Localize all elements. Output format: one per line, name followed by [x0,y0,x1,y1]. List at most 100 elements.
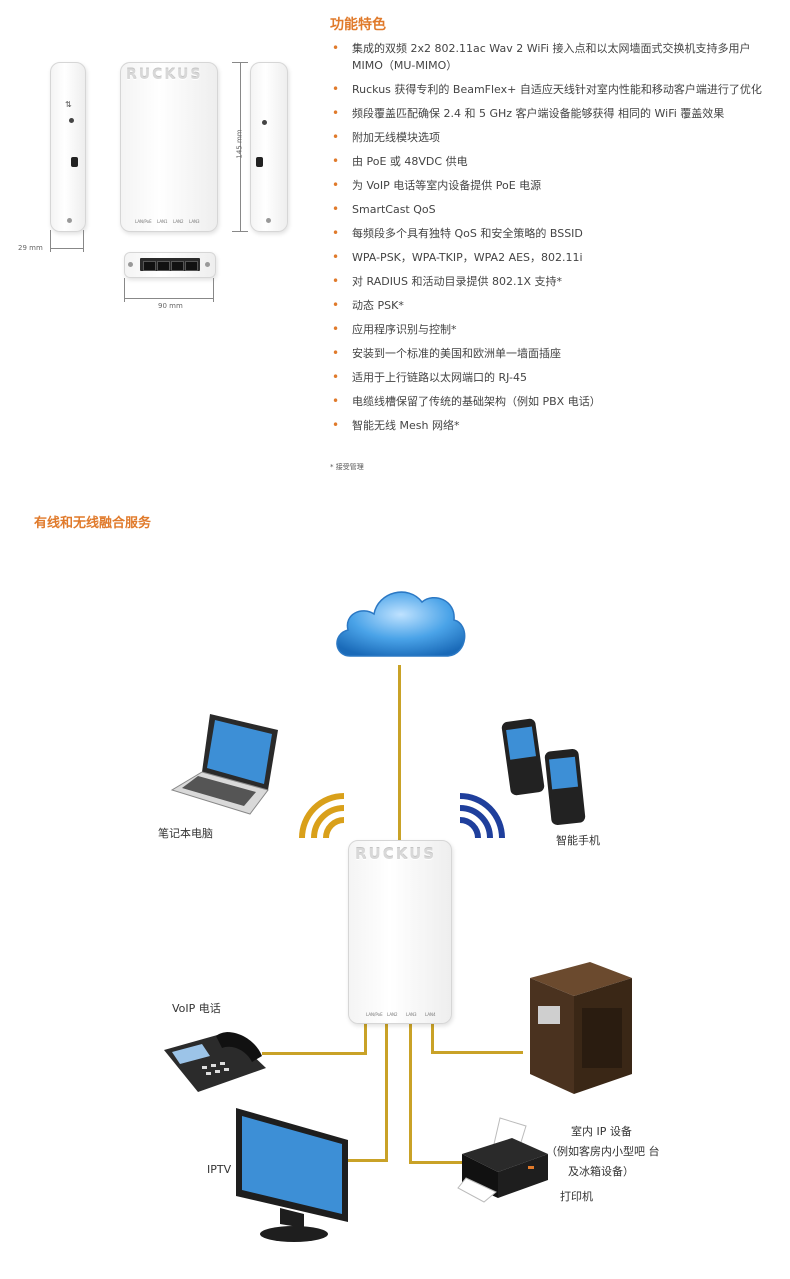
width-dimension-line [124,298,214,299]
voip-phone-icon [164,1032,266,1092]
bullet-icon: • [332,370,340,384]
bullet-icon: • [332,250,340,264]
feature-item: •附加无线模块选项 [332,130,440,144]
wifi-left-icon [299,793,345,839]
label-phones: 智能手机 [556,834,600,847]
wire-voip-h [262,1052,367,1055]
depth-dimension-tick-right [83,230,84,252]
front-port-label-2: LAN1 [157,219,168,224]
wire-server-h [431,1051,523,1054]
ap-front-view [120,62,218,232]
ap-port-label-1: LAN/PoE [366,1012,383,1017]
bullet-icon: • [332,82,340,96]
bullet-icon: • [332,106,340,120]
ap-bottom-view [124,252,216,278]
diagram-title: 有线和无线融合服务 [34,516,152,531]
bottom-screw-left [128,262,133,267]
feature-item: •为 VoIP 电话等室内设备提供 PoE 电源 [332,178,542,192]
bullet-icon: • [332,274,340,288]
wire-printer-v [409,1022,412,1164]
depth-dimension-line [50,248,84,249]
feature-item: •每频段多个具有独特 QoS 和安全策略的 BSSID [332,226,583,240]
bullet-icon: • [332,346,340,360]
usb-port-icon: ⇅ [65,100,72,109]
central-ap-brand: RUCKUS [355,845,437,863]
side-slot [71,157,78,167]
feature-item: •由 PoE 或 48VDC 供电 [332,154,468,168]
label-ip-devices-2: （例如客房内小型吧 台 [546,1145,660,1158]
ap-front-brand: RUCKUS [126,67,203,83]
label-ip-devices-1: 室内 IP 设备 [571,1125,632,1138]
rj45-port-1 [143,261,156,271]
feature-item: •智能无线 Mesh 网络* [332,418,460,432]
side-screw [67,218,72,223]
front-port-label-3: LAN2 [173,219,184,224]
feature-item: •SmartCast QoS [332,202,436,216]
printer-icon [457,1117,548,1203]
ap-port-label-2: LAN2 [387,1012,398,1017]
width-dimension-tick-left [124,278,125,302]
bullet-icon: • [332,394,340,408]
footnote: * 接受管理 [330,463,364,471]
bullet-icon: • [332,226,340,240]
server-cabinet-icon [530,962,632,1094]
width-dimension-tick-right [213,278,214,302]
feature-item: •频段覆盖匹配确保 2.4 和 5 GHz 客户端设备能够获得 相同的 WiFi… [332,106,725,120]
right-reset-hole [262,120,267,125]
front-port-label-1: LAN/PoE [135,219,152,224]
bullet-icon: • [332,418,340,432]
feature-item: •适用于上行链路以太网端口的 RJ-45 [332,370,527,384]
bullet-icon: • [332,130,340,144]
height-dimension-tick-bottom [232,231,248,232]
bullet-icon: • [332,154,340,168]
feature-item: •动态 PSK* [332,298,404,312]
wire-printer-h [409,1161,465,1164]
bullet-icon: • [332,322,340,336]
rj45-port-3 [171,261,184,271]
ap-port-label-3: LAN3 [406,1012,417,1017]
bottom-screw-right [205,262,210,267]
wifi-right-icon [459,793,505,839]
features-list: •集成的双频 2x2 802.11ac Wav 2 WiFi 接入点和以太网墙面… [330,40,780,441]
rj45-port-4 [185,261,198,271]
feature-item: •Ruckus 获得专利的 BeamFlex+ 自适应天线针对室内性能和移动客户… [332,82,762,96]
label-printer: 打印机 [560,1190,593,1203]
height-dimension-line [240,62,241,232]
height-dimension-label: 145 mm [235,129,244,159]
wire-cloud-ap [398,665,401,843]
features-title: 功能特色 [330,17,386,33]
bullet-icon: • [332,298,340,312]
bullet-icon: • [332,178,340,192]
wire-iptv-h [345,1159,388,1162]
feature-item: •电缆线槽保留了传统的基础架构（例如 PBX 电话） [332,394,601,408]
ap-port-label-4: LAN4 [425,1012,436,1017]
right-side-slot [256,157,263,167]
laptop-icon [170,714,278,815]
wire-server-v [431,1022,434,1054]
depth-dimension-tick-left [50,230,51,252]
rj45-port-2 [157,261,170,271]
wire-iptv-v [385,1022,388,1162]
feature-item: •安装到一个标准的美国和欧洲单一墙面插座 [332,346,561,360]
label-iptv: IPTV [207,1163,232,1176]
bullet-icon: • [332,41,340,55]
right-side-screw [266,218,271,223]
smartphones-icon [501,718,586,825]
central-ap [348,840,452,1024]
feature-item: •应用程序识别与控制* [332,322,457,336]
height-dimension-tick-top [232,62,248,63]
reset-hole [69,118,74,123]
rj45-port-block [140,258,200,271]
width-dimension-label: 90 mm [158,302,183,310]
label-ip-devices-3: 及冰箱设备） [568,1165,634,1178]
label-voip: VoIP 电话 [172,1002,221,1015]
label-laptop: 笔记本电脑 [158,827,213,840]
feature-item: •对 RADIUS 和活动目录提供 802.1X 支持* [332,274,562,288]
bullet-icon: • [332,202,340,216]
ap-side-view-left [50,62,86,232]
depth-dimension-label: 29 mm [18,244,43,252]
feature-item: •集成的双频 2x2 802.11ac Wav 2 WiFi 接入点和以太网墙面… [332,41,751,72]
cloud-icon [336,591,466,657]
iptv-monitor-icon [236,1108,348,1242]
wire-voip-v [364,1022,367,1055]
